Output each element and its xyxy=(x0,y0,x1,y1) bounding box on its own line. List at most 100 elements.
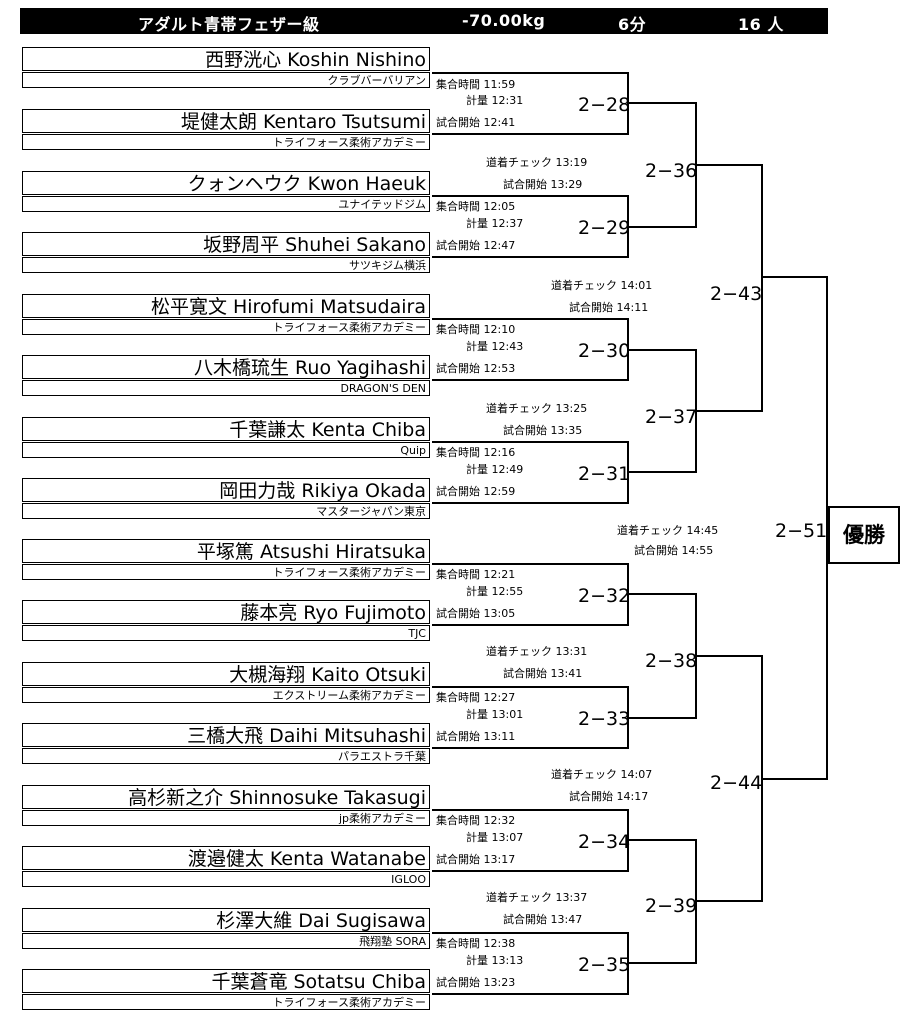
entrant-name: 千葉謙太 Kenta Chiba xyxy=(22,417,430,441)
entrant-4: 坂野周平 Shuhei Sakano サツキジム横浜 xyxy=(22,232,432,274)
entrant-club: マスタージャパン東京 xyxy=(22,503,430,519)
match-label: 2−33 xyxy=(578,708,631,730)
entrant-club: トライフォース柔術アカデミー xyxy=(22,319,430,335)
match-start-time: 試合開始 14:55 xyxy=(634,544,714,557)
entrant-club: サツキジム横浜 xyxy=(22,257,430,273)
entrant-14: 渡邉健太 Kenta Watanabe IGLOO xyxy=(22,846,432,888)
entrant-club: エクストリーム柔術アカデミー xyxy=(22,687,430,703)
entrant-name: 三橋大飛 Daihi Mitsuhashi xyxy=(22,723,430,747)
match-assemble-time: 集合時間 12:38 xyxy=(436,937,516,950)
match-weigh-time: 計量 13:13 xyxy=(466,954,524,967)
match-label: 2−31 xyxy=(578,463,631,485)
match-start-time: 試合開始 12:59 xyxy=(436,485,516,498)
entrant-name: 大槻海翔 Kaito Otsuki xyxy=(22,662,430,686)
match-start-time: 試合開始 13:17 xyxy=(436,853,516,866)
entrant-7: 千葉謙太 Kenta Chiba Quip xyxy=(22,417,432,459)
entrant-1: 西野洸心 Koshin Nishino クラブバーバリアン xyxy=(22,47,432,89)
entrant-8: 岡田力哉 Rikiya Okada マスタージャパン東京 xyxy=(22,478,432,520)
gi-check-time: 道着チェック 14:45 xyxy=(617,524,719,537)
match-start-time: 試合開始 13:11 xyxy=(436,730,516,743)
match-assemble-time: 集合時間 12:05 xyxy=(436,200,516,213)
match-assemble-time: 集合時間 12:16 xyxy=(436,446,516,459)
match-weigh-time: 計量 13:07 xyxy=(466,831,524,844)
entrant-club: jp柔術アカデミー xyxy=(22,810,430,826)
match-start-time: 試合開始 13:41 xyxy=(503,667,583,680)
match-label: 2−38 xyxy=(645,650,698,672)
entrant-2: 堤健太朗 Kentaro Tsutsumi トライフォース柔術アカデミー xyxy=(22,109,432,151)
match-label: 2−32 xyxy=(578,585,631,607)
weight-limit: -70.00kg xyxy=(462,11,546,30)
entrant-club: DRAGON'S DEN xyxy=(22,380,430,396)
entrant-club: TJC xyxy=(22,625,430,641)
entrant-club: トライフォース柔術アカデミー xyxy=(22,134,430,150)
entrant-12: 三橋大飛 Daihi Mitsuhashi パラエストラ千葉 xyxy=(22,723,432,765)
match-assemble-time: 集合時間 12:21 xyxy=(436,568,516,581)
match-weigh-time: 計量 12:43 xyxy=(466,340,524,353)
gi-check-time: 道着チェック 13:37 xyxy=(486,891,588,904)
entrant-club: IGLOO xyxy=(22,871,430,887)
match-label: 2−36 xyxy=(645,160,698,182)
match-label: 2−39 xyxy=(645,895,698,917)
entrant-11: 大槻海翔 Kaito Otsuki エクストリーム柔術アカデミー xyxy=(22,662,432,704)
entrant-name: 岡田力哉 Rikiya Okada xyxy=(22,478,430,502)
entrant-name: 坂野周平 Shuhei Sakano xyxy=(22,232,430,256)
entrant-13: 高杉新之介 Shinnosuke Takasugi jp柔術アカデミー xyxy=(22,785,432,827)
entrant-name: クォンヘウク Kwon Haeuk xyxy=(22,171,430,195)
entrant-name: 八木橋琉生 Ruo Yagihashi xyxy=(22,355,430,379)
entrant-club: トライフォース柔術アカデミー xyxy=(22,994,430,1010)
entrant-16: 千葉蒼竜 Sotatsu Chiba トライフォース柔術アカデミー xyxy=(22,969,432,1011)
match-label: 2−44 xyxy=(710,772,763,794)
entrant-name: 藤本亮 Ryo Fujimoto xyxy=(22,600,430,624)
entrant-name: 堤健太朗 Kentaro Tsutsumi xyxy=(22,109,430,133)
entrant-club: パラエストラ千葉 xyxy=(22,748,430,764)
match-start-time: 試合開始 14:17 xyxy=(569,790,649,803)
entrant-name: 平塚篤 Atsushi Hiratsuka xyxy=(22,539,430,563)
entrant-count: 16 人 xyxy=(738,15,784,34)
gi-check-time: 道着チェック 14:07 xyxy=(551,768,653,781)
match-assemble-time: 集合時間 11:59 xyxy=(436,78,516,91)
entrant-3: クォンヘウク Kwon Haeuk ユナイテッドジム xyxy=(22,171,432,213)
match-assemble-time: 集合時間 12:32 xyxy=(436,814,516,827)
entrant-name: 松平寛文 Hirofumi Matsudaira xyxy=(22,294,430,318)
match-label: 2−28 xyxy=(578,94,631,116)
match-duration: 6分 xyxy=(618,15,647,34)
match-weigh-time: 計量 12:55 xyxy=(466,585,524,598)
match-start-time: 試合開始 13:35 xyxy=(503,424,583,437)
match-start-time: 試合開始 12:53 xyxy=(436,362,516,375)
match-label: 2−35 xyxy=(578,954,631,976)
match-assemble-time: 集合時間 12:27 xyxy=(436,691,516,704)
entrant-name: 西野洸心 Koshin Nishino xyxy=(22,47,430,71)
gi-check-time: 道着チェック 13:19 xyxy=(486,156,588,169)
match-label: 2−30 xyxy=(578,340,631,362)
match-start-time: 試合開始 13:29 xyxy=(503,178,583,191)
match-weigh-time: 計量 12:37 xyxy=(466,217,524,230)
entrant-6: 八木橋琉生 Ruo Yagihashi DRAGON'S DEN xyxy=(22,355,432,397)
entrant-15: 杉澤大維 Dai Sugisawa 飛翔塾 SORA xyxy=(22,908,432,950)
entrant-club: トライフォース柔術アカデミー xyxy=(22,564,430,580)
final-match-label: 2−51 xyxy=(775,520,828,542)
entrant-name: 高杉新之介 Shinnosuke Takasugi xyxy=(22,785,430,809)
entrant-club: Quip xyxy=(22,442,430,458)
champion-box: 優勝 xyxy=(828,506,900,564)
entrant-club: ユナイテッドジム xyxy=(22,196,430,212)
match-assemble-time: 集合時間 12:10 xyxy=(436,323,516,336)
gi-check-time: 道着チェック 14:01 xyxy=(551,279,653,292)
entrant-club: 飛翔塾 SORA xyxy=(22,933,430,949)
match-start-time: 試合開始 13:47 xyxy=(503,913,583,926)
match-weigh-time: 計量 13:01 xyxy=(466,708,524,721)
match-start-time: 試合開始 12:41 xyxy=(436,116,516,129)
entrant-9: 平塚篤 Atsushi Hiratsuka トライフォース柔術アカデミー xyxy=(22,539,432,581)
entrant-5: 松平寛文 Hirofumi Matsudaira トライフォース柔術アカデミー xyxy=(22,294,432,336)
match-weigh-time: 計量 12:49 xyxy=(466,463,524,476)
match-label: 2−34 xyxy=(578,831,631,853)
match-start-time: 試合開始 13:05 xyxy=(436,607,516,620)
entrant-10: 藤本亮 Ryo Fujimoto TJC xyxy=(22,600,432,642)
match-start-time: 試合開始 14:11 xyxy=(569,301,649,314)
entrant-name: 杉澤大維 Dai Sugisawa xyxy=(22,908,430,932)
division-title: アダルト青帯フェザー級 xyxy=(138,15,320,34)
gi-check-time: 道着チェック 13:25 xyxy=(486,402,588,415)
match-label: 2−29 xyxy=(578,217,631,239)
match-start-time: 試合開始 13:23 xyxy=(436,976,516,989)
match-label: 2−43 xyxy=(710,283,763,305)
